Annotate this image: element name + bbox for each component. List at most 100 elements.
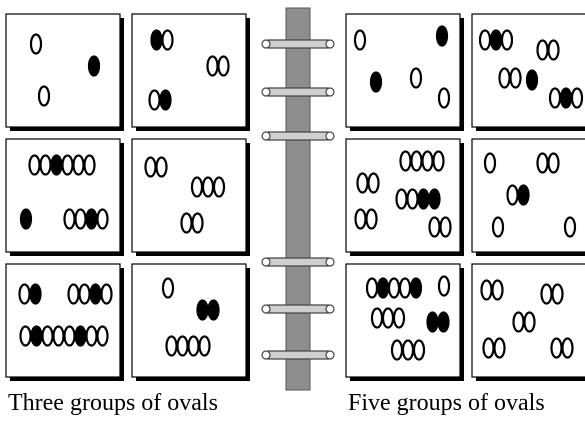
filled-oval	[517, 184, 530, 206]
panel-r-r1-c1	[345, 13, 464, 131]
filled-oval	[196, 299, 209, 321]
oval-group	[150, 29, 174, 51]
binder-ring	[261, 350, 335, 360]
filled-oval	[87, 55, 101, 77]
empty-oval	[482, 337, 495, 359]
panel-frame	[131, 263, 247, 378]
empty-oval	[547, 152, 560, 174]
ring-end-left	[261, 131, 271, 141]
ring-end-left	[261, 39, 271, 49]
empty-oval	[63, 325, 76, 347]
oval-group	[365, 277, 423, 299]
ring-bar	[263, 39, 333, 49]
empty-oval	[161, 277, 175, 299]
oval-group	[353, 29, 367, 51]
binder-spine	[261, 7, 335, 391]
empty-oval	[536, 152, 549, 174]
filled-oval	[489, 29, 503, 51]
empty-oval	[96, 325, 109, 347]
empty-oval	[52, 325, 65, 347]
empty-oval	[421, 150, 434, 172]
filled-oval	[437, 311, 450, 333]
ring-end-left	[261, 257, 271, 267]
panels-layer	[5, 13, 585, 381]
empty-oval	[18, 283, 31, 305]
empty-oval	[398, 277, 412, 299]
filled-oval	[207, 299, 220, 321]
oval-group	[536, 39, 560, 61]
binder-ring	[261, 257, 335, 267]
panel-frame	[471, 13, 585, 128]
filled-oval	[30, 325, 43, 347]
filled-oval	[435, 25, 449, 47]
caption-three-groups: Three groups of ovals	[8, 390, 218, 416]
empty-oval	[387, 277, 401, 299]
ring-end-right	[325, 350, 335, 360]
empty-oval	[390, 339, 404, 361]
filled-oval	[85, 208, 98, 230]
empty-oval	[551, 283, 564, 305]
filled-oval	[150, 29, 163, 51]
empty-oval	[74, 208, 87, 230]
oval-group	[190, 176, 226, 198]
empty-oval	[395, 188, 408, 210]
ring-bar	[263, 304, 333, 314]
empty-oval	[354, 208, 367, 230]
filled-oval	[369, 71, 383, 93]
panel-frame	[5, 13, 121, 128]
empty-oval	[412, 339, 426, 361]
oval-group	[563, 216, 577, 238]
ring-bar	[263, 87, 333, 97]
oval-group	[370, 307, 406, 329]
empty-oval	[148, 89, 161, 111]
panel-r-r3-c2	[471, 263, 585, 381]
empty-oval	[512, 311, 525, 333]
empty-oval	[201, 176, 215, 198]
empty-oval	[365, 277, 379, 299]
filled-oval	[29, 283, 42, 305]
empty-oval	[39, 154, 52, 176]
panel-r-r3-c1	[345, 263, 464, 381]
oval-group	[491, 216, 505, 238]
oval-group	[525, 69, 539, 91]
empty-oval	[540, 283, 553, 305]
empty-oval	[161, 29, 174, 51]
panel-r-r2-c2	[471, 138, 585, 256]
ring-end-left	[261, 350, 271, 360]
ring-end-right	[325, 39, 335, 49]
empty-oval	[536, 39, 549, 61]
empty-oval	[498, 67, 511, 89]
empty-oval	[509, 67, 522, 89]
binder-ring	[261, 304, 335, 314]
filled-oval	[89, 283, 102, 305]
empty-oval	[483, 152, 497, 174]
empty-oval	[506, 184, 519, 206]
empty-oval	[428, 216, 441, 238]
oval-group	[409, 67, 423, 89]
empty-oval	[28, 154, 41, 176]
empty-oval	[85, 325, 98, 347]
empty-oval	[478, 29, 492, 51]
empty-oval	[72, 154, 85, 176]
oval-group	[437, 275, 451, 297]
binder-ring	[261, 87, 335, 97]
oval-group	[435, 25, 449, 47]
oval-group	[540, 283, 564, 305]
oval-group	[37, 85, 51, 107]
oval-group	[161, 277, 175, 299]
panel-l-r2-c1	[5, 138, 124, 256]
panel-frame	[5, 138, 121, 253]
panel-l-r3-c2	[131, 263, 250, 381]
caption-five-groups: Five groups of ovals	[348, 390, 545, 416]
empty-oval	[381, 307, 395, 329]
empty-oval	[217, 55, 230, 77]
oval-group	[426, 311, 450, 333]
empty-oval	[410, 150, 423, 172]
empty-oval	[409, 67, 423, 89]
oval-group	[206, 55, 230, 77]
panel-l-r2-c2	[131, 138, 250, 256]
empty-oval	[180, 212, 193, 234]
oval-group	[399, 150, 445, 172]
ring-bar	[263, 350, 333, 360]
